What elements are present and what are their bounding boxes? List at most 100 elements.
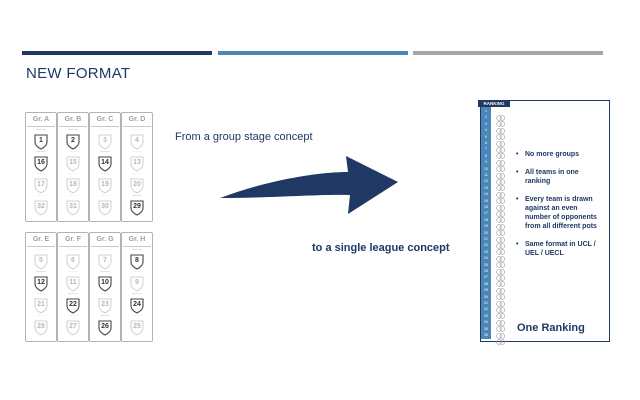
team-number: 28 [37, 323, 45, 330]
rank-position: 24 [484, 256, 488, 261]
pot-dots: ····· [132, 193, 142, 199]
team-shield-icon: 4 [129, 133, 145, 150]
bullet-dot-icon: • [516, 196, 519, 203]
team-number: 16 [37, 159, 45, 166]
team-logo-icon [496, 274, 506, 288]
caption-from: From a group stage concept [175, 131, 313, 143]
group-name: Gr. A [32, 116, 50, 123]
group-name: Gr. C [96, 116, 114, 123]
bullet-text: Same format in UCL / UEL / UECL [525, 241, 596, 257]
team-shield-icon: 5 [33, 253, 49, 270]
ranking-header: RANKING [478, 100, 510, 107]
team-logo-icon [496, 153, 506, 166]
team-shield-icon: 7 [97, 253, 113, 270]
rank-position: 13 [484, 185, 488, 190]
group-box: Gr. D·····4·····13·····20·····29 [121, 112, 153, 222]
pot-dots: ····· [68, 149, 78, 155]
team-shield-icon: 21 [33, 297, 49, 314]
group-box: Gr. E·····5·····12·····21·····28 [25, 232, 57, 342]
team-logo-icon [496, 172, 506, 185]
team-logo-icon [496, 249, 506, 262]
rank-position: 7 [485, 147, 487, 152]
team-shield-icon: 28 [33, 319, 49, 336]
team-shield-icon: 31 [65, 199, 81, 216]
team-shield-icon: 27 [65, 319, 81, 336]
team-shield-icon: 26 [97, 319, 113, 336]
rank-position: 28 [484, 281, 488, 286]
rank-position: 15 [484, 198, 488, 203]
rank-position: 29 [484, 288, 488, 293]
team-logo-icon [496, 159, 506, 172]
team-logo-icon [496, 108, 506, 121]
bullet-dot-icon: • [516, 151, 519, 158]
rank-position: 14 [484, 192, 488, 197]
group-divider [27, 246, 55, 247]
team-number: 10 [101, 279, 109, 286]
team-number: 11 [69, 279, 77, 286]
rank-position: 21 [484, 237, 488, 241]
pot-dots: ····· [36, 149, 46, 155]
rank-position: 35 [484, 326, 488, 331]
team-shield-icon: 15 [65, 155, 81, 172]
team-number: 19 [101, 181, 109, 188]
group-name: Gr. G [96, 236, 114, 243]
group-box: Gr. B·····2·····15·····18·····31 [57, 112, 89, 222]
team-number: 22 [69, 301, 77, 308]
team-number: 4 [135, 137, 139, 144]
rank-position: 1 [485, 109, 487, 113]
team-number: 26 [101, 323, 109, 330]
team-shield-icon: 30 [97, 199, 113, 216]
rank-position: 31 [484, 301, 488, 305]
bullet-item: •All teams in one ranking [514, 168, 604, 186]
ranking-panel [480, 100, 610, 342]
pot-dots: ····· [132, 127, 142, 133]
team-number: 14 [101, 159, 109, 166]
rank-position: 9 [485, 160, 487, 165]
team-logo-icon [496, 166, 506, 179]
rank-position: 26 [484, 269, 488, 273]
team-logo-icon [496, 134, 506, 147]
bullet-list: •No more groups •All teams in one rankin… [514, 150, 604, 267]
pot-dots: ····· [36, 313, 46, 319]
group-name: Gr. F [65, 236, 81, 243]
pot-dots: ····· [36, 171, 46, 177]
pot-dots: ····· [132, 313, 142, 319]
header-bar-blue [218, 51, 408, 55]
team-number: 30 [101, 203, 109, 210]
team-number: 29 [133, 203, 141, 210]
pot-dots: ····· [68, 247, 78, 253]
team-number: 31 [69, 203, 77, 210]
team-shield-icon: 2 [65, 133, 81, 150]
group-name: Gr. B [64, 116, 82, 123]
group-box: Gr. F·····6·····11·····22·····27 [57, 232, 89, 342]
group-divider [27, 126, 55, 127]
team-number: 23 [101, 301, 109, 308]
group-box: Gr. A·····1·····16·····17·····32 [25, 112, 57, 222]
team-number: 2 [71, 137, 75, 144]
team-logo-icon [496, 281, 506, 294]
team-logo-icon [496, 114, 506, 128]
pot-dots: ····· [132, 171, 142, 177]
team-shield-icon: 11 [65, 275, 81, 292]
team-logo-icon [496, 198, 506, 211]
team-shield-icon: 29 [129, 199, 145, 216]
team-shield-icon: 20 [129, 177, 145, 194]
team-number: 18 [69, 181, 77, 188]
team-logo-icon [496, 191, 506, 204]
team-number: 13 [133, 159, 141, 166]
team-logo-icon [496, 121, 506, 134]
bullet-dot-icon: • [516, 169, 519, 176]
team-shield-icon: 14 [97, 155, 113, 172]
rank-position: 27 [484, 275, 488, 280]
team-shield-icon: 10 [97, 275, 113, 292]
group-name: Gr. H [128, 236, 146, 243]
team-number: 21 [37, 301, 45, 308]
rank-position: 33 [484, 313, 488, 318]
team-shield-icon: 3 [97, 133, 113, 150]
group-box: Gr. H·····8·····9·····24·····25 [121, 232, 153, 342]
slide-title: NEW FORMAT [26, 65, 131, 82]
team-shield-icon: 24 [129, 297, 145, 314]
team-number: 15 [69, 159, 77, 166]
rank-position: 2 [485, 115, 487, 120]
team-number: 17 [37, 181, 45, 188]
